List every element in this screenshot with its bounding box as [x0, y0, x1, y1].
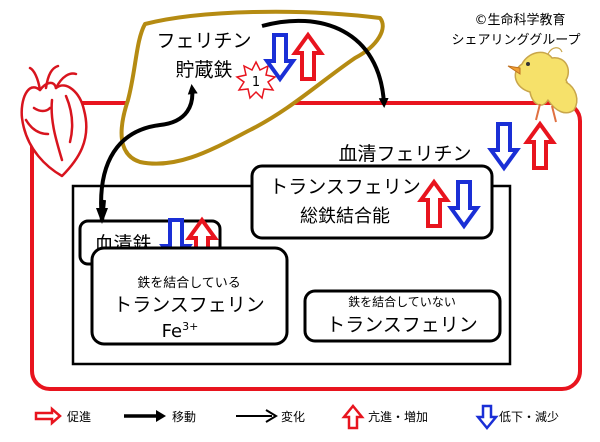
bound-transferrin-label: トランスフェリン: [113, 294, 265, 316]
legend-promote-label: 促進: [67, 410, 91, 424]
bound-transferrin-fe-label: Fe3+: [162, 320, 199, 342]
liver-to-serum-ferritin-arrow: [261, 18, 389, 108]
tibc-label: 総鉄結合能: [300, 206, 390, 227]
copyright-line1: ©生命科学教育: [474, 12, 565, 28]
legend: 促進 移動 変化 亢進・増加 低下・減少: [34, 404, 559, 430]
serum-ferritin-label: 血清フェリチン: [338, 143, 471, 165]
legend-move-head: [156, 410, 166, 422]
bound-transferrin-caption: 鉄を結合している: [137, 276, 241, 291]
legend-decrease-icon: [475, 404, 499, 430]
legend-increase-icon: [341, 404, 365, 430]
unbound-transferrin-caption: 鉄を結合していない: [348, 294, 456, 309]
legend-change-label: 変化: [281, 409, 305, 424]
body-frame: [30, 101, 582, 391]
unbound-transferrin-label: トランスフェリン: [326, 314, 478, 336]
liver-storage-iron-label: 貯蔵鉄: [175, 59, 232, 81]
serum-iron-to-liver-arrow: [99, 84, 198, 222]
legend-decrease-label: 低下・減少: [499, 409, 559, 424]
legend-move-label: 移動: [172, 410, 196, 424]
unbound-transferrin-box: [303, 289, 502, 343]
legend-increase-label: 亢進・増加: [368, 409, 428, 424]
starburst-number: 1: [252, 75, 260, 90]
serum-ferritin-up-arrow: [525, 122, 555, 170]
copyright-line2: シェアリンググループ: [452, 33, 581, 48]
legend-change-head: [265, 409, 278, 423]
bound-transferrin-box: [90, 246, 289, 346]
legend-promote-icon: [34, 406, 62, 426]
tibc-transferrin-label: トランスフェリン: [269, 176, 421, 198]
serum-iron-arrow-head: [96, 208, 108, 224]
liver-ferritin-label: フェリチン: [156, 30, 251, 52]
heart-icon: [20, 64, 88, 178]
starburst-icon: 1: [235, 60, 277, 100]
serum-ferritin-down-arrow: [489, 122, 519, 170]
chick-icon: [507, 47, 578, 123]
